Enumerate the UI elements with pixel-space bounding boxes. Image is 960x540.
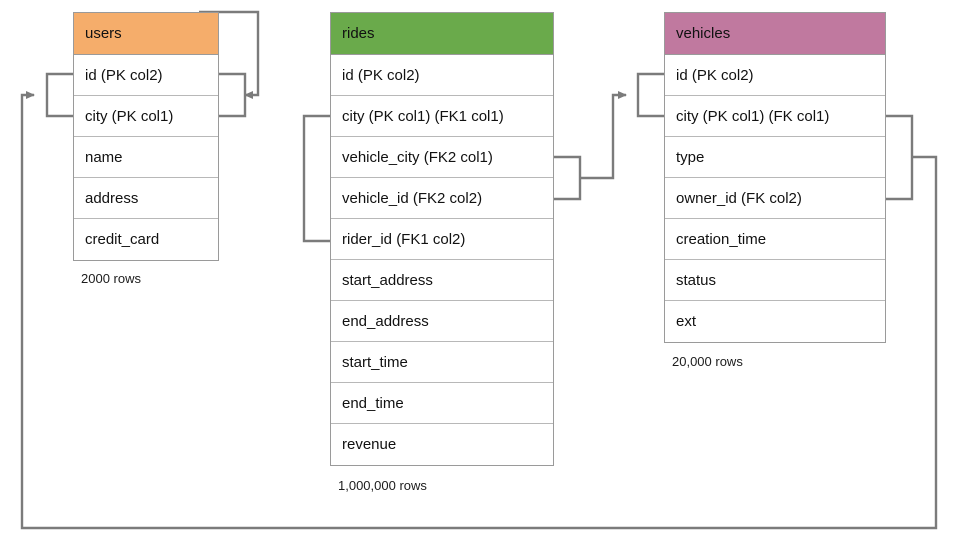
entity-rides-field-rider-id[interactable]: rider_id (FK1 col2) bbox=[331, 219, 553, 260]
entity-rides-field-start-address[interactable]: start_address bbox=[331, 260, 553, 301]
entity-vehicles-field-status[interactable]: status bbox=[665, 260, 885, 301]
fk2-connector-rides-to-vehicles bbox=[580, 91, 627, 180]
entity-rides-field-id[interactable]: id (PK col2) bbox=[331, 55, 553, 96]
vehicles-fk-bracket bbox=[886, 114, 914, 201]
entity-rides-field-end-address[interactable]: end_address bbox=[331, 301, 553, 342]
entity-rides-field-city[interactable]: city (PK col1) (FK1 col1) bbox=[331, 96, 553, 137]
entity-vehicles-field-owner-id[interactable]: owner_id (FK col2) bbox=[665, 178, 885, 219]
entity-rides-field-start-time[interactable]: start_time bbox=[331, 342, 553, 383]
entity-vehicles-row-count: 20,000 rows bbox=[672, 354, 743, 369]
fk-connector-vehicles-to-users bbox=[20, 91, 938, 530]
vehicles-left-bracket bbox=[636, 72, 664, 118]
entity-rides[interactable]: rides id (PK col2) city (PK col1) (FK1 c… bbox=[330, 12, 554, 466]
entity-vehicles-title: vehicles bbox=[665, 13, 885, 55]
entity-rides-row-count: 1,000,000 rows bbox=[338, 478, 427, 493]
entity-vehicles-field-type[interactable]: type bbox=[665, 137, 885, 178]
entity-users-row-count: 2000 rows bbox=[81, 271, 141, 286]
entity-rides-field-end-time[interactable]: end_time bbox=[331, 383, 553, 424]
rides-fk1-bracket bbox=[302, 114, 330, 243]
users-left-bracket bbox=[45, 72, 73, 118]
entity-users-field-id[interactable]: id (PK col2) bbox=[74, 55, 218, 96]
entity-vehicles-field-creation-time[interactable]: creation_time bbox=[665, 219, 885, 260]
entity-users[interactable]: users id (PK col2) city (PK col1) name a… bbox=[73, 12, 219, 261]
entity-rides-field-vehicle-id[interactable]: vehicle_id (FK2 col2) bbox=[331, 178, 553, 219]
entity-users-field-name[interactable]: name bbox=[74, 137, 218, 178]
entity-vehicles-field-city[interactable]: city (PK col1) (FK col1) bbox=[665, 96, 885, 137]
entity-users-field-credit-card[interactable]: credit_card bbox=[74, 219, 218, 260]
entity-vehicles-field-ext[interactable]: ext bbox=[665, 301, 885, 342]
entity-users-field-city[interactable]: city (PK col1) bbox=[74, 96, 218, 137]
rides-fk2-bracket bbox=[554, 155, 582, 201]
entity-rides-field-vehicle-city[interactable]: vehicle_city (FK2 col1) bbox=[331, 137, 553, 178]
entity-vehicles[interactable]: vehicles id (PK col2) city (PK col1) (FK… bbox=[664, 12, 886, 343]
fk1-connector-rides-to-users bbox=[199, 10, 260, 99]
entity-users-title: users bbox=[74, 13, 218, 55]
entity-vehicles-field-id[interactable]: id (PK col2) bbox=[665, 55, 885, 96]
entity-rides-title: rides bbox=[331, 13, 553, 55]
users-right-bracket bbox=[219, 72, 247, 118]
entity-users-field-address[interactable]: address bbox=[74, 178, 218, 219]
entity-rides-field-revenue[interactable]: revenue bbox=[331, 424, 553, 465]
